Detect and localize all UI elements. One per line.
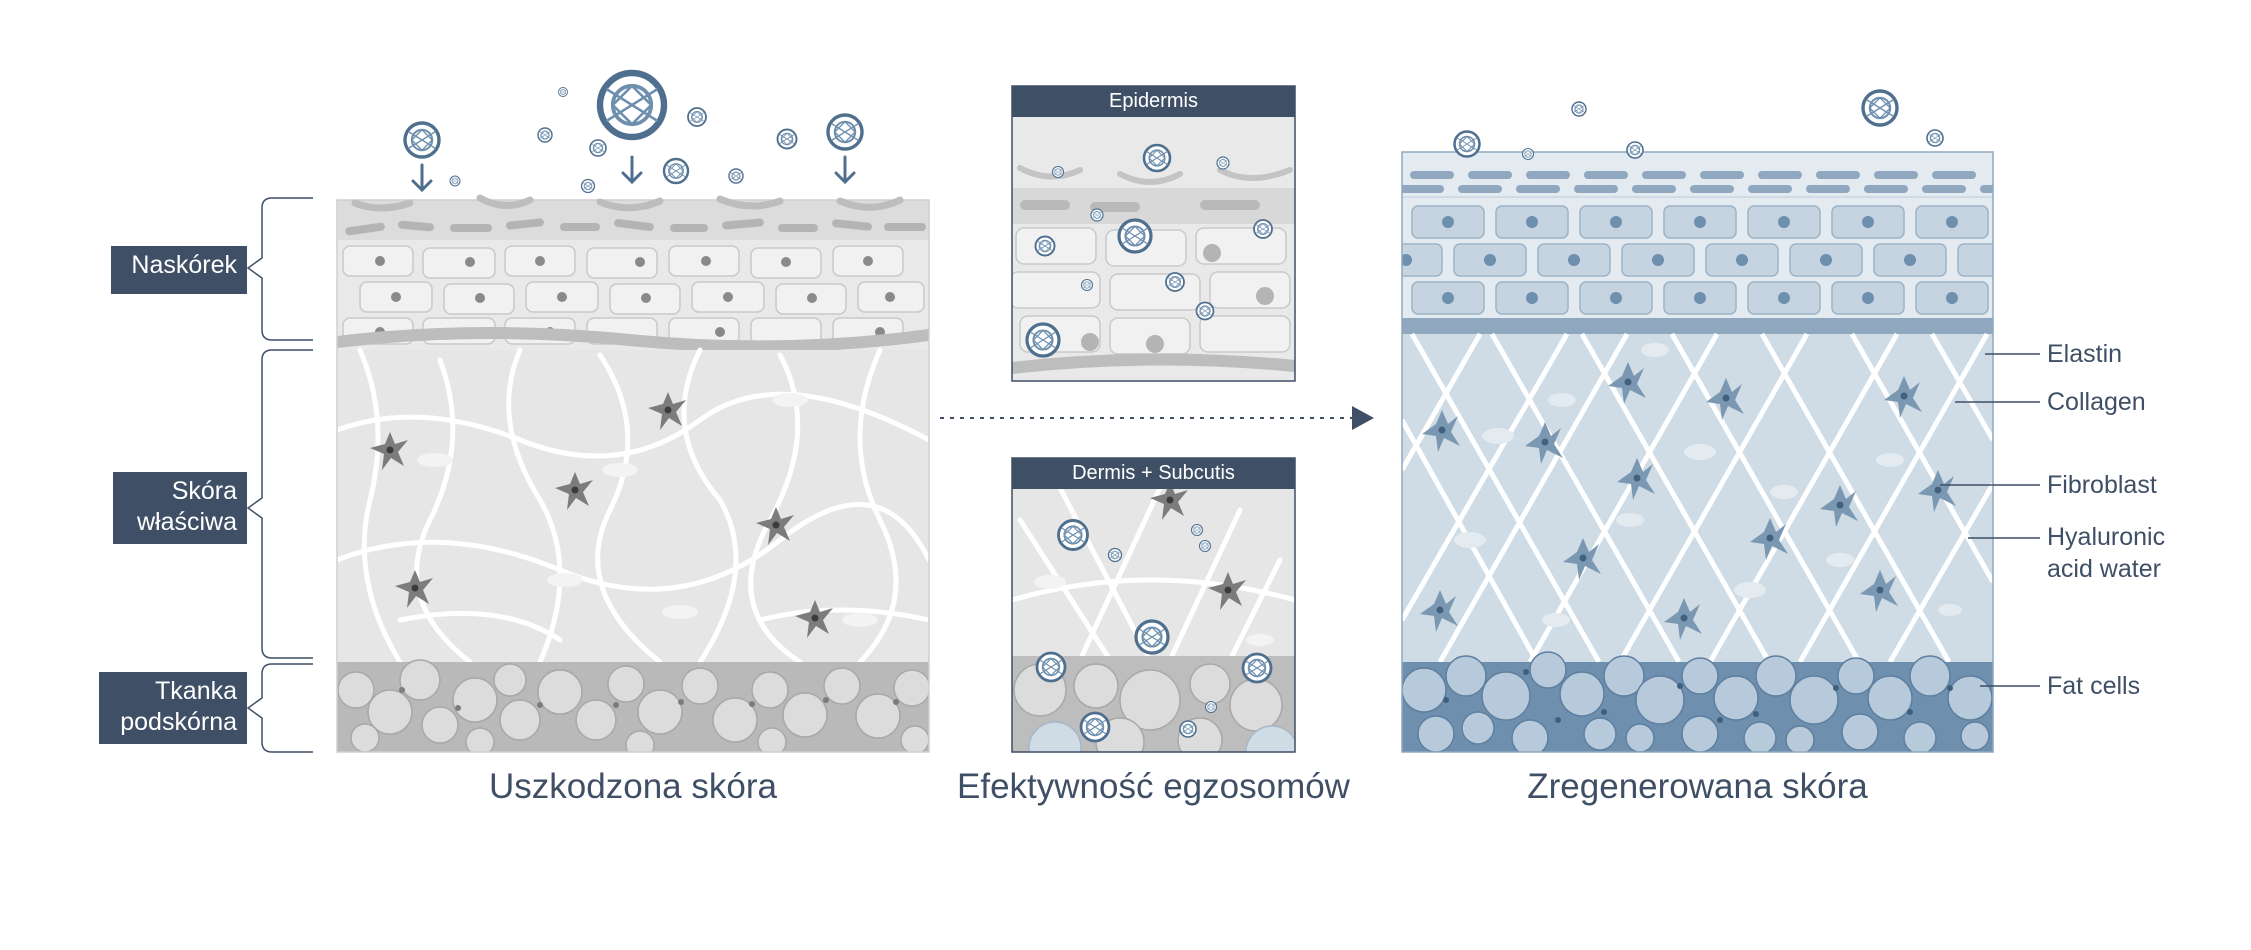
inset-dermis-title: Dermis + Subcutis <box>1012 458 1295 489</box>
legend-hyaluronic: Hyaluronic acid water <box>2047 523 2166 583</box>
bracket-subcutis <box>246 663 313 753</box>
damaged-skin-panel <box>337 200 929 752</box>
legend-fibroblast: Fibroblast <box>2047 471 2157 499</box>
process-arrow <box>940 406 1374 430</box>
bracket-dermis <box>246 349 313 659</box>
caption-regenerated: Zregenerowana skóra <box>1527 767 1868 806</box>
label-dermis: Skóra właściwa <box>113 472 247 544</box>
exosomes-right <box>1453 89 1944 161</box>
bracket-epidermis <box>246 197 313 341</box>
inset-epidermis-title: Epidermis <box>1012 86 1295 117</box>
inset-epidermis-illustration <box>1012 117 1295 381</box>
legend-elastin: Elastin <box>2047 340 2123 368</box>
caption-damaged: Uszkodzona skóra <box>489 767 777 806</box>
label-epidermis: Naskórek <box>111 246 247 294</box>
label-subcutis: Tkanka podskórna <box>99 672 247 744</box>
legend-leaders <box>1940 353 2040 687</box>
legend-fat-cells: Fat cells <box>2047 672 2141 700</box>
inset-dermis-illustration <box>1012 488 1295 752</box>
legend-collagen: Collagen <box>2047 388 2146 416</box>
regenerated-skin-panel <box>1402 152 1993 752</box>
caption-effect: Efektywność egzosomów <box>957 767 1350 806</box>
arrows-down <box>411 155 856 193</box>
